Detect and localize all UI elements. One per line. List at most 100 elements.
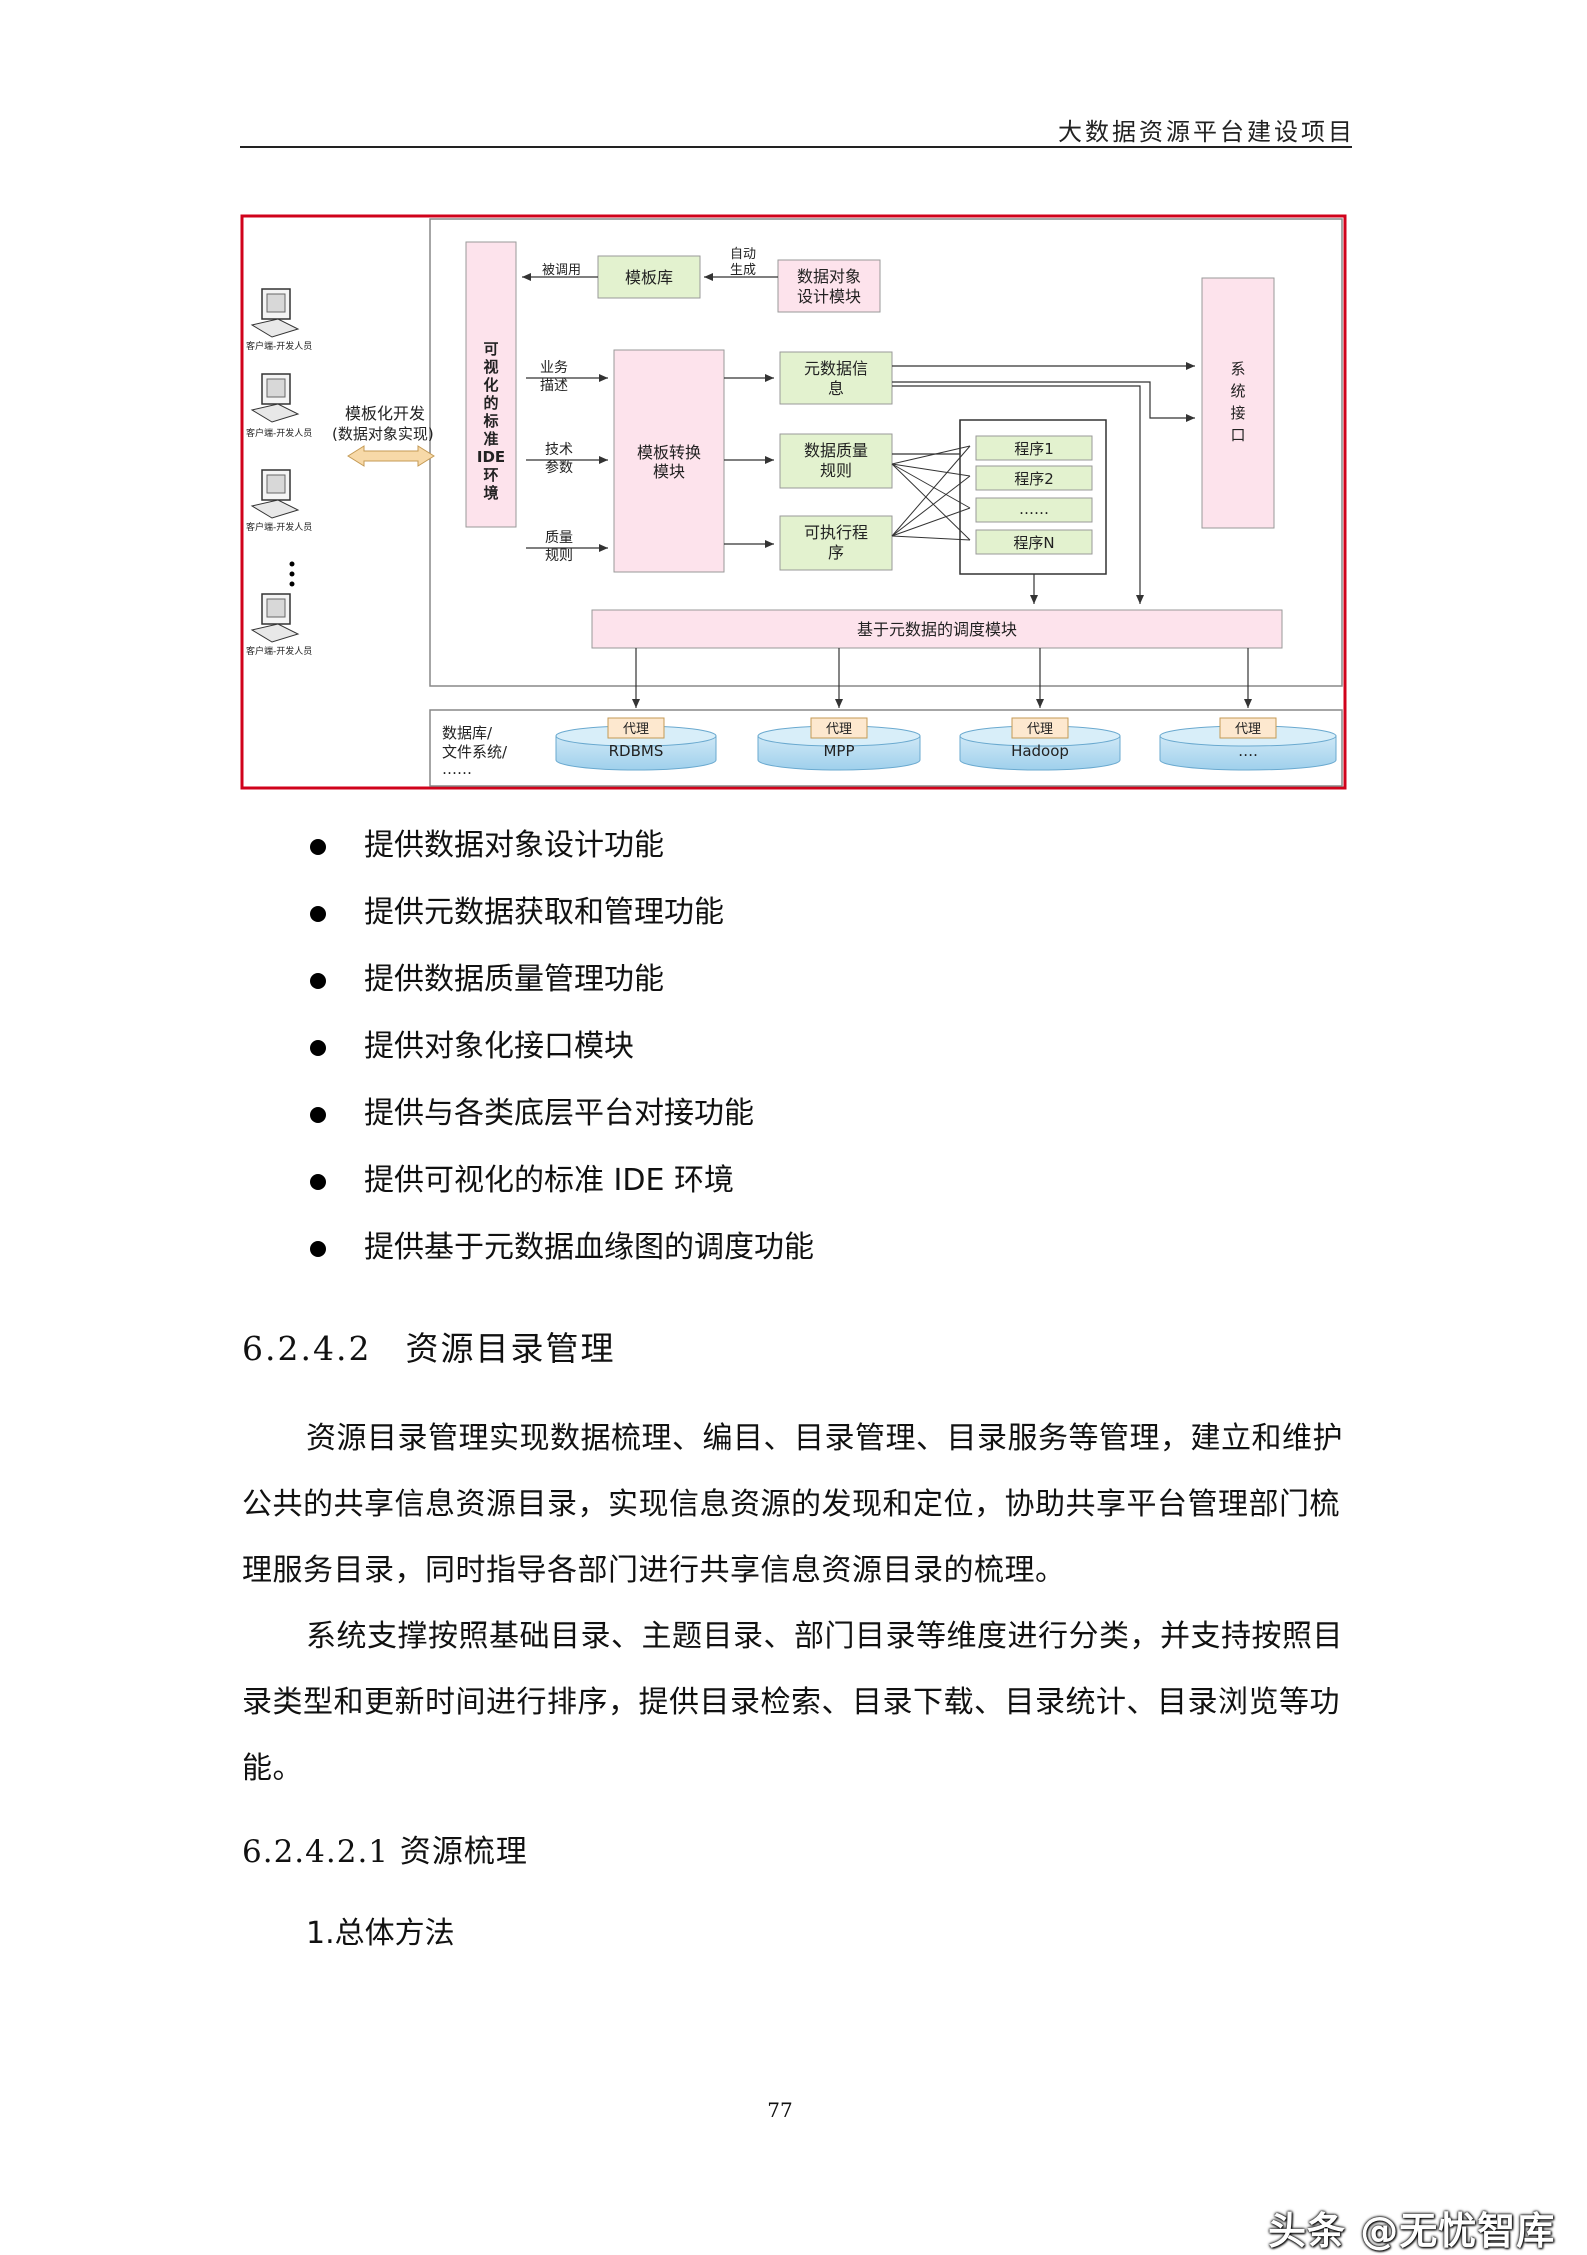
list-item: 提供基于元数据血缘图的调度功能 bbox=[300, 1228, 814, 1295]
svg-text:视: 视 bbox=[483, 358, 498, 376]
list-item: 提供元数据获取和管理功能 bbox=[300, 893, 814, 960]
list-item: 提供可视化的标准 IDE 环境 bbox=[300, 1161, 814, 1228]
client-computer-icon: 客户端-开发人员 bbox=[246, 593, 312, 657]
svg-text:数据质量: 数据质量 bbox=[804, 441, 868, 460]
ide-box-label: 可 视 化 的 标 准 IDE 环 境 bbox=[477, 340, 505, 502]
svg-text:设计模块: 设计模块 bbox=[797, 287, 861, 306]
client-label: 客户端-开发人员 bbox=[246, 340, 312, 352]
svg-text:可: 可 bbox=[483, 340, 498, 358]
executable-box bbox=[779, 515, 893, 571]
section-number: 6.2.4.2 bbox=[242, 1329, 372, 1368]
program-box bbox=[975, 529, 1093, 555]
bullet-icon bbox=[310, 839, 326, 855]
client-label: 客户端-开发人员 bbox=[246, 645, 312, 657]
transform-module-box bbox=[613, 349, 725, 573]
system-interface-label: 系 统 接 口 bbox=[1230, 360, 1245, 444]
metadata-info-box bbox=[779, 351, 893, 405]
svg-text:参数: 参数 bbox=[545, 459, 573, 476]
program-box bbox=[975, 435, 1093, 461]
svg-text:文件系统/: 文件系统/ bbox=[442, 743, 508, 761]
svg-text:口: 口 bbox=[1230, 426, 1245, 444]
bullet-icon bbox=[310, 906, 326, 922]
svg-text:描述: 描述 bbox=[540, 378, 568, 394]
client-computer-icon: 客户端-开发人员 bbox=[246, 469, 312, 533]
bullet-icon bbox=[310, 973, 326, 989]
svg-text:……: …… bbox=[1019, 500, 1049, 518]
bullet-icon bbox=[310, 1040, 326, 1056]
list-item: 提供数据质量管理功能 bbox=[300, 960, 814, 1027]
section-heading: 6.2.4.2 资源目录管理 bbox=[242, 1322, 615, 1370]
called-label: 被调用 bbox=[542, 263, 581, 278]
auto-gen-label: 自动 bbox=[730, 247, 756, 262]
client-computer-icon: 客户端-开发人员 bbox=[246, 373, 312, 439]
client-computer-icon: 客户端-开发人员 bbox=[246, 288, 312, 352]
list-item: 提供对象化接口模块 bbox=[300, 1027, 814, 1094]
svg-text:模块: 模块 bbox=[653, 462, 685, 481]
feature-list: 提供数据对象设计功能 提供元数据获取和管理功能 提供数据质量管理功能 提供对象化… bbox=[300, 826, 814, 1295]
svg-text:系: 系 bbox=[1230, 360, 1245, 378]
client-group: 客户端-开发人员 客户端-开发人员 客户端-开发人员 客户端-开发人员 bbox=[246, 288, 312, 657]
storage-frame bbox=[429, 709, 1343, 787]
ellipsis-dots bbox=[289, 561, 295, 587]
svg-text:RDBMS: RDBMS bbox=[609, 742, 664, 760]
ide-box bbox=[465, 241, 517, 528]
bullet-icon bbox=[310, 1174, 326, 1190]
bullet-icon bbox=[310, 1241, 326, 1257]
svg-text:元数据信: 元数据信 bbox=[804, 359, 868, 378]
dev-mode-sublabel: (数据对象实现) bbox=[332, 425, 434, 443]
svg-text:业务: 业务 bbox=[540, 360, 568, 376]
svg-text:准: 准 bbox=[483, 430, 498, 448]
svg-text:化: 化 bbox=[483, 376, 498, 394]
svg-text:程序1: 程序1 bbox=[1014, 440, 1054, 458]
svg-text:Hadoop: Hadoop bbox=[1011, 742, 1069, 760]
svg-text:质量: 质量 bbox=[545, 530, 573, 546]
svg-text:数据对象: 数据对象 bbox=[797, 267, 861, 286]
dev-mode-label: 模板化开发 bbox=[345, 404, 425, 423]
svg-text:技术: 技术 bbox=[545, 442, 573, 458]
svg-text:规则: 规则 bbox=[820, 461, 852, 480]
svg-text:规则: 规则 bbox=[545, 548, 573, 564]
list-item: 提供数据对象设计功能 bbox=[300, 826, 814, 893]
document-header-title: 大数据资源平台建设项目 bbox=[1058, 118, 1355, 146]
sub-item-heading: 1.总体方法 bbox=[306, 1916, 455, 1951]
scheduler-label: 基于元数据的调度模块 bbox=[857, 620, 1017, 639]
svg-text:代理: 代理 bbox=[1235, 722, 1261, 737]
svg-text:代理: 代理 bbox=[623, 722, 649, 737]
scheduler-box bbox=[591, 609, 1283, 649]
svg-text:……: …… bbox=[442, 760, 472, 778]
template-lib-box bbox=[597, 255, 701, 299]
quality-rules-box bbox=[779, 433, 893, 489]
svg-text:程序N: 程序N bbox=[1013, 534, 1054, 552]
system-interface-box bbox=[1201, 277, 1275, 529]
svg-text:标: 标 bbox=[482, 412, 498, 430]
double-arrow-icon bbox=[347, 445, 435, 467]
template-lib-label: 模板库 bbox=[625, 268, 673, 287]
svg-text:接: 接 bbox=[1230, 404, 1245, 422]
storage-rdbms: 代理 RDBMS bbox=[555, 717, 717, 771]
header-rule bbox=[240, 146, 1352, 148]
watermark: 头条 @无忧智库 bbox=[1268, 2209, 1556, 2253]
paragraph: 资源目录管理实现数据梳理、编目、目录管理、目录服务等管理，建立和维护公共的共享信… bbox=[242, 1421, 1343, 1588]
platform-frame bbox=[429, 218, 1343, 687]
svg-text:的: 的 bbox=[483, 394, 498, 412]
svg-text:统: 统 bbox=[1230, 382, 1245, 400]
svg-text:息: 息 bbox=[828, 379, 844, 398]
bullet-icon bbox=[310, 1107, 326, 1123]
storage-hadoop: 代理 Hadoop bbox=[959, 717, 1121, 771]
client-label: 客户端-开发人员 bbox=[246, 427, 312, 439]
svg-text:可执行程: 可执行程 bbox=[804, 523, 868, 542]
subsection-heading: 6.2.4.2.1 资源梳理 bbox=[242, 1834, 528, 1870]
storage-other: 代理 …. bbox=[1159, 717, 1337, 771]
storage-mpp: 代理 MPP bbox=[757, 717, 921, 771]
paragraph: 系统支撑按照基础目录、主题目录、部门目录等维度进行分类，并支持按照目录类型和更新… bbox=[242, 1619, 1343, 1786]
page-number: 77 bbox=[767, 2098, 793, 2122]
svg-text:生成: 生成 bbox=[730, 263, 756, 278]
svg-text:IDE: IDE bbox=[477, 448, 505, 466]
client-label: 客户端-开发人员 bbox=[246, 521, 312, 533]
svg-text:模板转换: 模板转换 bbox=[637, 443, 701, 462]
list-item: 提供与各类底层平台对接功能 bbox=[300, 1094, 814, 1161]
svg-text:序: 序 bbox=[828, 543, 844, 562]
section-title: 资源目录管理 bbox=[405, 1329, 616, 1368]
data-object-design-box bbox=[777, 259, 881, 313]
program-box bbox=[975, 497, 1093, 523]
